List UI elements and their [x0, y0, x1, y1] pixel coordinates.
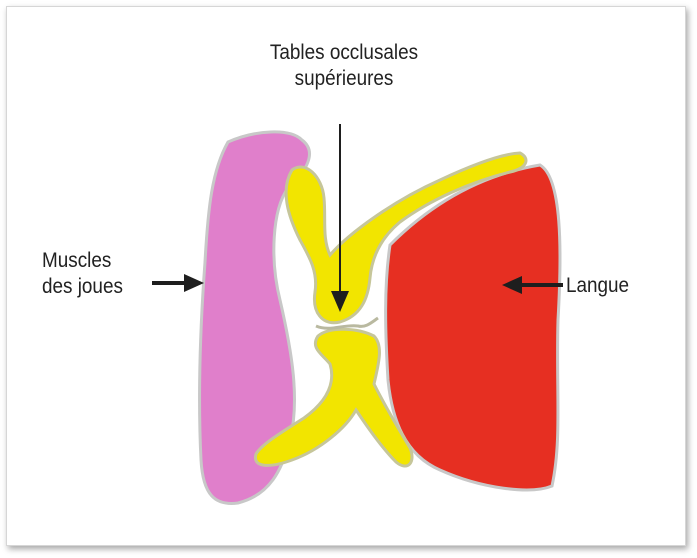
label-tongue: Langue [566, 274, 630, 297]
label-upper-occlusal-tables: Tables occlusales supérieures [240, 40, 449, 92]
lower-occlusal-shape [254, 327, 414, 468]
occlusal-contact-line [315, 316, 379, 330]
label-cheek-muscles-line2: des joues [42, 275, 123, 298]
tongue-shape [384, 163, 562, 492]
label-cheek-muscles-line1: Muscles [42, 249, 112, 272]
arrow-left-head [184, 274, 204, 292]
label-upper-occlusal-line1: Tables occlusales [269, 41, 419, 64]
label-cheek-muscles: Muscles des joues [42, 248, 123, 300]
arrow-top-head [331, 291, 349, 312]
label-upper-occlusal-line2: supérieures [294, 67, 394, 90]
arrow-right-head [502, 276, 522, 294]
upper-occlusal-shape [284, 151, 528, 325]
